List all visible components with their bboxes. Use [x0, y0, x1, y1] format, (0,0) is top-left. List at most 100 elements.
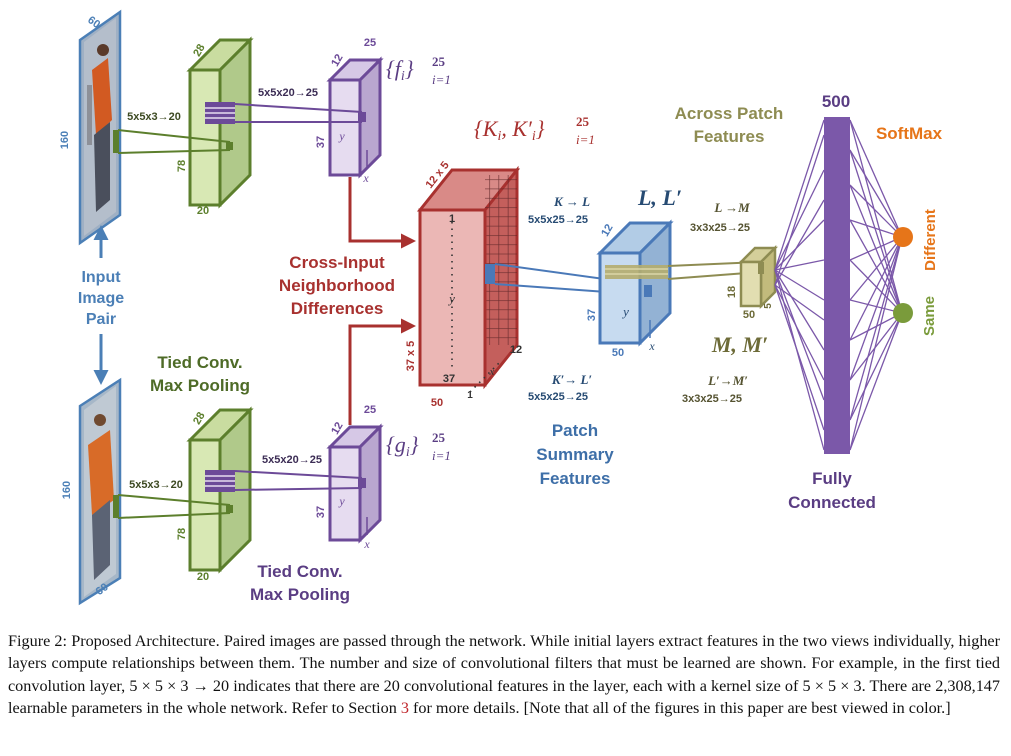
svg-text:Tied Conv.: Tied Conv.: [157, 353, 242, 372]
svg-text:L →M: L →M: [713, 200, 750, 215]
kp-to-lp-label: K′→ L′ 5x5x25→25: [528, 372, 592, 403]
conv1-dim-width-top: 20: [197, 205, 209, 217]
l-dim-width: 50: [612, 347, 624, 359]
architecture-diagram: 160 60 160 60 Input Image Pair 28 78 20 …: [59, 9, 943, 606]
conv1-dim-width-bottom: 20: [197, 571, 209, 583]
k-feature-set: {Ki, K′i}: [474, 116, 545, 144]
svg-text:Neighborhood: Neighborhood: [279, 276, 395, 295]
conv1-dim-depth-bottom: 28: [191, 410, 208, 427]
svg-text:Image: Image: [78, 290, 124, 307]
softmax-label: SoftMax: [876, 124, 943, 143]
svg-text:Max Pooling: Max Pooling: [250, 585, 350, 604]
f-feature-set: {fi}: [386, 56, 414, 84]
svg-text:Fully: Fully: [812, 469, 852, 488]
conv1-filter-bottom: 5x5x3→20: [129, 479, 183, 491]
cross-input-block: [416, 165, 521, 393]
svg-text:K → L: K → L: [553, 194, 590, 209]
k-col-first: 1: [467, 390, 473, 401]
svg-text:Differences: Differences: [291, 299, 384, 318]
conv1-dim-height-bottom: 78: [176, 528, 188, 540]
m-dim-height: 18: [726, 286, 738, 298]
svg-text:3x3x25→25: 3x3x25→25: [690, 222, 750, 234]
f-feature-set-sup: 25: [432, 54, 446, 69]
svg-text:Tied Conv.: Tied Conv.: [257, 562, 342, 581]
k-dim-depth: 12: [510, 344, 522, 356]
conv2-dim-width-bottom: 12: [329, 420, 346, 437]
conv2-dim-height-bottom: 37: [315, 506, 327, 518]
k-feature-set-sub: i=1: [576, 132, 595, 147]
section-reference-link[interactable]: 3: [400, 699, 409, 718]
conv1-filter-top: 5x5x3→20: [127, 111, 181, 123]
k-to-l-label: K → L 5x5x25→25: [528, 194, 590, 226]
tied-conv-label-top: Tied Conv. Max Pooling: [150, 353, 250, 395]
output-node-different: [893, 227, 913, 247]
tied-conv-label-bottom: Tied Conv. Max Pooling: [250, 562, 350, 604]
svg-text:L′→M′: L′→M′: [707, 373, 748, 388]
k-row-last: 37: [443, 373, 455, 385]
cross-input-label: Cross-Input Neighborhood Differences: [279, 253, 395, 318]
l-dim-depth: 12: [599, 222, 616, 239]
output-label-different: Different: [922, 209, 939, 271]
conv2-dim-width-top: 12: [329, 52, 346, 69]
k-dim-bottom: 50: [431, 397, 443, 409]
svg-text:Connected: Connected: [788, 493, 876, 512]
input-dim-height-top: 160: [59, 131, 71, 149]
conv2-axis-y-bottom: y: [338, 494, 345, 508]
svg-text:Summary: Summary: [536, 445, 614, 464]
conv2-dim-height-top: 37: [315, 136, 327, 148]
k-axis-y: y: [447, 291, 455, 306]
across-patch-label: Across Patch Features: [675, 104, 784, 146]
output-node-same: [893, 303, 913, 323]
l-to-m-label: L →M 3x3x25→25: [690, 200, 750, 234]
conv2-dim-depth-top: 25: [364, 37, 376, 49]
tied-conv-layer2-bottom: [326, 423, 384, 544]
g-feature-set-sub: i=1: [432, 448, 451, 463]
patch-summary-label: Patch Summary Features: [536, 421, 614, 488]
fc-label: Fully Connected: [788, 469, 876, 512]
fc-layer-bar: [824, 117, 850, 454]
output-label-same: Same: [921, 296, 938, 336]
svg-text:3x3x25→25: 3x3x25→25: [682, 393, 742, 405]
svg-text:Input: Input: [81, 269, 121, 286]
g-feature-set: {gi}: [386, 432, 419, 460]
input-dim-width-bottom: 60: [94, 581, 111, 598]
k-axis-x: x: [489, 366, 495, 378]
caption-text: Figure 2: Proposed Architecture. Paired …: [8, 632, 1000, 718]
conv1-dim-depth-top: 28: [191, 42, 208, 59]
svg-text:K′→ L′: K′→ L′: [551, 372, 593, 387]
conv1-dim-height-top: 78: [176, 160, 188, 172]
tied-conv-layer2-top: [326, 56, 384, 179]
m-dim-depth: 5: [763, 303, 774, 309]
conv2-axis-x-bottom: x: [363, 537, 370, 551]
svg-text:Cross-Input: Cross-Input: [289, 253, 385, 272]
input-image-pair-label: Input Image Pair: [78, 269, 124, 328]
k-dim-left: 37 x 5: [405, 341, 417, 372]
input-image-top: [78, 9, 122, 246]
m-title: M, M′: [711, 332, 768, 357]
input-dim-height-bottom: 160: [61, 481, 73, 499]
svg-text:5x5x25→25: 5x5x25→25: [528, 391, 588, 403]
g-feature-set-sup: 25: [432, 430, 446, 445]
svg-text:Max Pooling: Max Pooling: [150, 376, 250, 395]
tied-conv-layer1-top: [186, 36, 254, 209]
across-patch-block: [737, 244, 779, 310]
svg-text:Patch: Patch: [552, 421, 598, 440]
lp-to-mp-label: L′→M′ 3x3x25→25: [682, 373, 748, 405]
conv2-axis-x-top: x: [362, 171, 369, 185]
svg-text:Features: Features: [540, 469, 611, 488]
k-feature-set-sup: 25: [576, 114, 590, 129]
l-title: L, L′: [637, 185, 682, 210]
m-dim-width: 50: [743, 309, 755, 321]
conv2-axis-y-top: y: [338, 129, 345, 143]
conv2-filter-top: 5x5x20→25: [258, 87, 318, 99]
input-dim-width-top: 60: [85, 14, 102, 31]
patch-summary-block: [596, 219, 674, 347]
conv2-filter-bottom: 5x5x20→25: [262, 454, 322, 466]
svg-text:Across Patch: Across Patch: [675, 104, 784, 123]
fc-size: 500: [822, 92, 850, 111]
figure-caption: Figure 2: Proposed Architecture. Paired …: [8, 630, 1000, 720]
svg-text:Pair: Pair: [86, 311, 116, 328]
conv2-dim-depth-bottom: 25: [364, 404, 376, 416]
l-axis-y: y: [621, 304, 629, 319]
svg-text:5x5x25→25: 5x5x25→25: [528, 214, 588, 226]
